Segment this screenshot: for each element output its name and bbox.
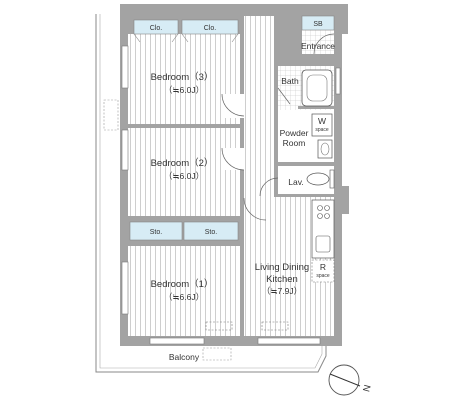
shoe-box-label: SB [313,21,323,28]
storage-right [183,221,239,241]
powder-room-line1: Powder [280,128,309,138]
balcony-outline [95,14,327,373]
washer-space-label: space [315,127,329,133]
fridge-space [311,259,335,283]
storage-left [129,221,183,241]
bedroom1-name: Bedroom（1） [151,278,214,290]
bedroom2-name: Bedroom（2） [151,157,214,169]
compass-icon [328,364,361,396]
ldk-name-line1: Living Dining [255,262,309,273]
bedroom2-size: （≒6.0J） [164,171,204,181]
storage-left-label: Sto. [150,229,163,236]
storage-right-label: Sto. [205,229,218,236]
bedroom2-floor [128,128,240,216]
ldk-size: （≒7.9J） [262,286,302,296]
hallway-floor [244,16,274,196]
lav-label: Lav. [288,177,303,187]
fridge-space-label: space [316,273,330,279]
bedroom3-name: Bedroom（3） [151,71,214,83]
fridge-letter: R [320,262,326,272]
balcony-label: Balcony [169,352,200,362]
toilet [306,172,330,186]
bath-label: Bath [281,76,299,86]
bedroom1-floor [128,246,240,336]
washer-letter: W [318,116,326,126]
bedroom3-floor [128,34,240,124]
powder-room-line2: Room [283,138,306,148]
closet-left-label: Clo. [150,25,163,32]
entrance-label: Entrance [301,41,335,51]
closet-right-label: Clo. [204,25,217,32]
bedroom1-size: （≒6.6J） [164,292,204,302]
closet-left [133,19,179,35]
washer-space [311,113,333,137]
shoe-box [301,15,335,31]
closet-right [181,19,239,35]
compass-north-label: N [361,384,373,394]
bedroom3-size: （≒6.0J） [164,85,204,95]
ldk-name-line2: Kitchen [266,274,298,285]
